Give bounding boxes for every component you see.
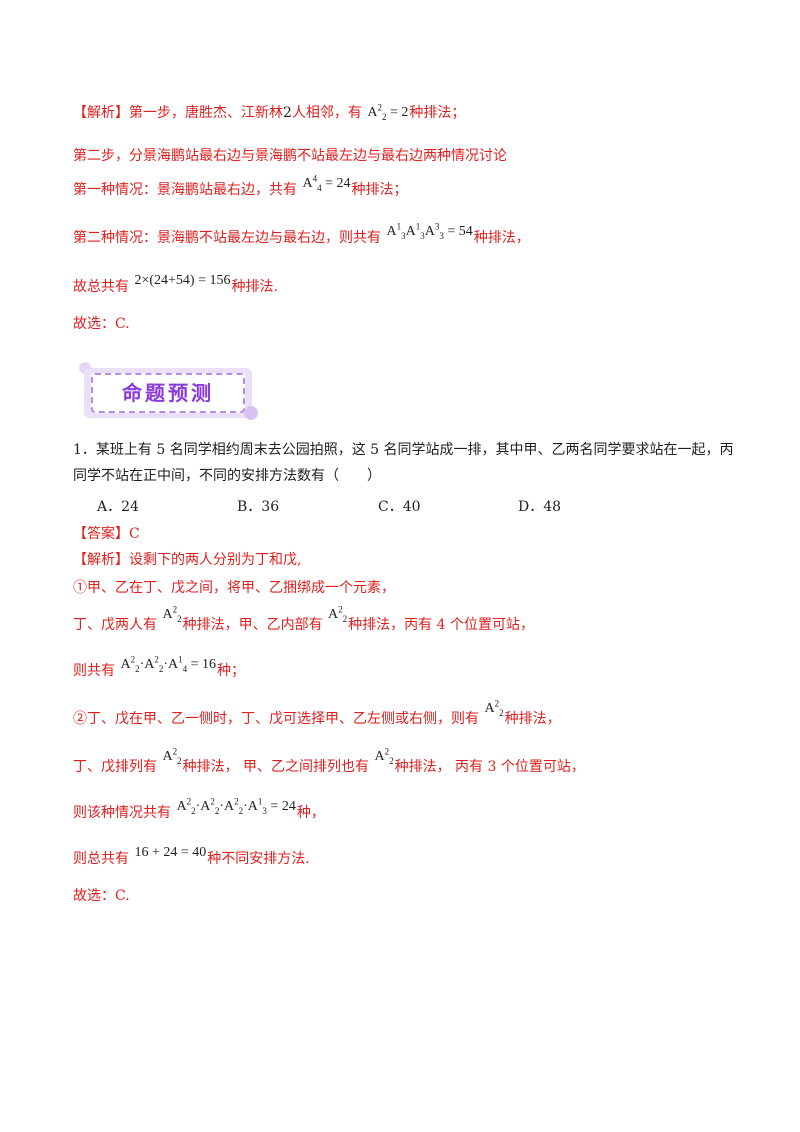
- formula-a22-side: A22: [484, 698, 504, 718]
- analysis-line-4: 则共有 A22·A22·A14 = 16种；: [73, 654, 246, 679]
- formula-a22: A22 = 2: [367, 102, 409, 122]
- answer-line: 【答案】C: [73, 524, 140, 544]
- option-a: A．24: [97, 499, 139, 515]
- formula-case1: A22·A22·A14 = 16: [120, 654, 217, 674]
- banner-title: 命题预测: [122, 381, 214, 405]
- answer-label: 【答案】: [73, 526, 129, 542]
- analysis-total: 故总共有 2×(24+54) = 156种排法.: [73, 273, 278, 295]
- question-line-2: 同学不站在正中间，不同的安排方法数有（ ）: [73, 468, 381, 484]
- option-d: D．48: [518, 499, 562, 515]
- option-c: C．40: [378, 499, 421, 515]
- analysis-choose-2: 故选：C.: [73, 888, 130, 904]
- formula-case2: A22·A22·A22·A13 = 24: [176, 796, 296, 816]
- analysis-line-3: 丁、戊两人有 A22种排法，甲、乙内部有 A22种排法，丙有 4 个位置可站，: [73, 604, 534, 633]
- answer-value: C: [129, 526, 140, 542]
- option-b: B．36: [237, 499, 280, 515]
- analysis-line-1: 【解析】设剩下的两人分别为丁和戊,: [73, 552, 302, 568]
- formula-a22-dw2: A22: [162, 746, 182, 766]
- formula-a22-dw: A22: [162, 604, 182, 624]
- analysis-choose: 故选：C.: [73, 316, 130, 332]
- formula-a31a31a33: A13A13A33 = 54: [386, 221, 473, 241]
- section-banner: 命题预测: [79, 360, 260, 422]
- analysis-line-7: 则该种情况共有 A22·A22·A22·A13 = 24种，: [73, 796, 325, 821]
- formula-a22-jy: A22: [328, 604, 348, 624]
- analysis-label-2: 【解析】: [73, 552, 129, 568]
- analysis-label: 【解析】: [73, 105, 129, 121]
- formula-a44: A44 = 24: [302, 173, 351, 193]
- analysis-line-5: ②丁、戊在甲、乙一侧时，丁、戊可选择甲、乙左侧或右侧，则有 A22种排法，: [73, 698, 561, 727]
- formula-total: 2×(24+54) = 156: [134, 273, 231, 288]
- analysis-line-6: 丁、戊排列有 A22种排法， 甲、乙之间排列也有 A22种排法， 丙有 3 个位…: [73, 746, 585, 775]
- formula-a22-jy2: A22: [374, 746, 394, 766]
- analysis-step2: 第二步，分景海鹏站最右边与景海鹏不站最左边与最右边两种情况讨论: [73, 148, 507, 164]
- formula-sum: 16 + 24 = 40: [134, 845, 207, 860]
- analysis-line-8: 则总共有 16 + 24 = 40种不同安排方法.: [73, 845, 310, 867]
- analysis-step1: 【解析】第一步，唐胜杰、江新林2人相邻，有 A22 = 2种排法；: [73, 102, 466, 122]
- analysis-case1: 第一种情况：景海鹏站最右边，共有 A44 = 24种排法；: [73, 173, 408, 198]
- analysis-case2: 第二种情况：景海鹏不站最左边与最右边，则共有 A13A13A33 = 54种排法…: [73, 221, 530, 246]
- question-line-1: 1．某班上有 5 名同学相约周末去公园拍照，这 5 名同学站成一排，其中甲、乙两…: [73, 442, 734, 458]
- analysis-line-2: ①甲、乙在丁、戊之间，将甲、乙捆绑成一个元素，: [73, 580, 395, 596]
